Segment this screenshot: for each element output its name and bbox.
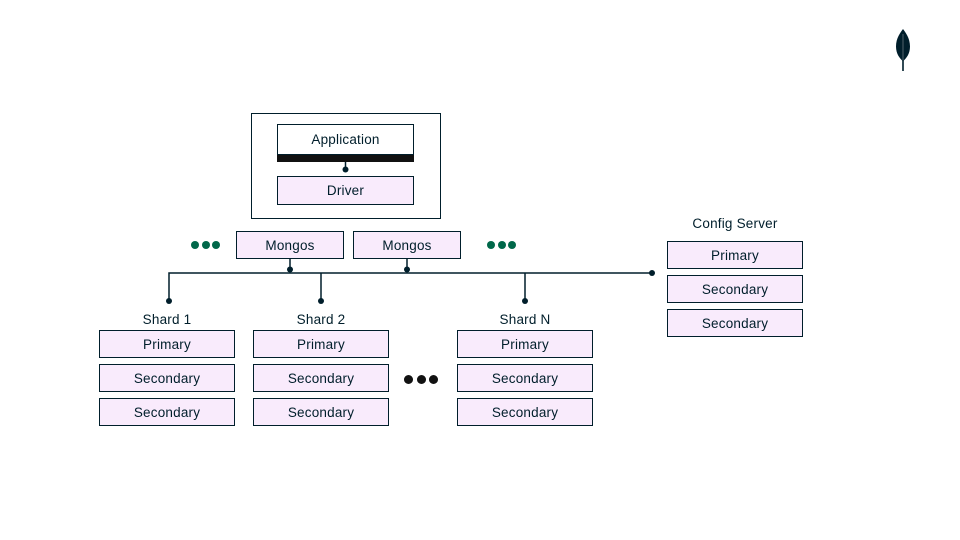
ellipsis-dots-icon-right — [487, 241, 516, 249]
shard-2-secondary-box-2: Secondary — [253, 398, 389, 426]
mongos-box-2: Mongos — [353, 231, 461, 259]
config-server-secondary-box-2: Secondary — [667, 309, 803, 337]
mongos-box-1: Mongos — [236, 231, 344, 259]
shard-1-secondary-box-2: Secondary — [99, 398, 235, 426]
application-driver-connector — [342, 162, 349, 173]
config-server-title: Config Server — [692, 216, 778, 231]
shard-1-primary-box: Primary — [99, 330, 235, 358]
ellipsis-dots-icon-left — [191, 241, 220, 249]
shard-1-secondary-box-1: Secondary — [99, 364, 235, 392]
application-box: Application — [277, 124, 414, 155]
shard-bus-line — [166, 270, 655, 304]
shard-1-title: Shard 1 — [142, 312, 192, 327]
config-server-primary-box: Primary — [667, 241, 803, 269]
shard-2-secondary-box-1: Secondary — [253, 364, 389, 392]
ellipsis-dots-icon-shards — [404, 375, 438, 384]
driver-box: Driver — [277, 176, 414, 205]
application-container — [251, 113, 441, 219]
shard-n-secondary-box-2: Secondary — [457, 398, 593, 426]
shard-n-title: Shard N — [499, 312, 551, 327]
shard-n-secondary-box-1: Secondary — [457, 364, 593, 392]
config-server-secondary-box-1: Secondary — [667, 275, 803, 303]
mongodb-leaf-icon — [896, 29, 910, 71]
shard-2-primary-box: Primary — [253, 330, 389, 358]
shard-n-primary-box: Primary — [457, 330, 593, 358]
mongos-bus-connectors — [287, 259, 410, 273]
driver-interface-bar — [277, 155, 414, 162]
shard-2-title: Shard 2 — [296, 312, 346, 327]
